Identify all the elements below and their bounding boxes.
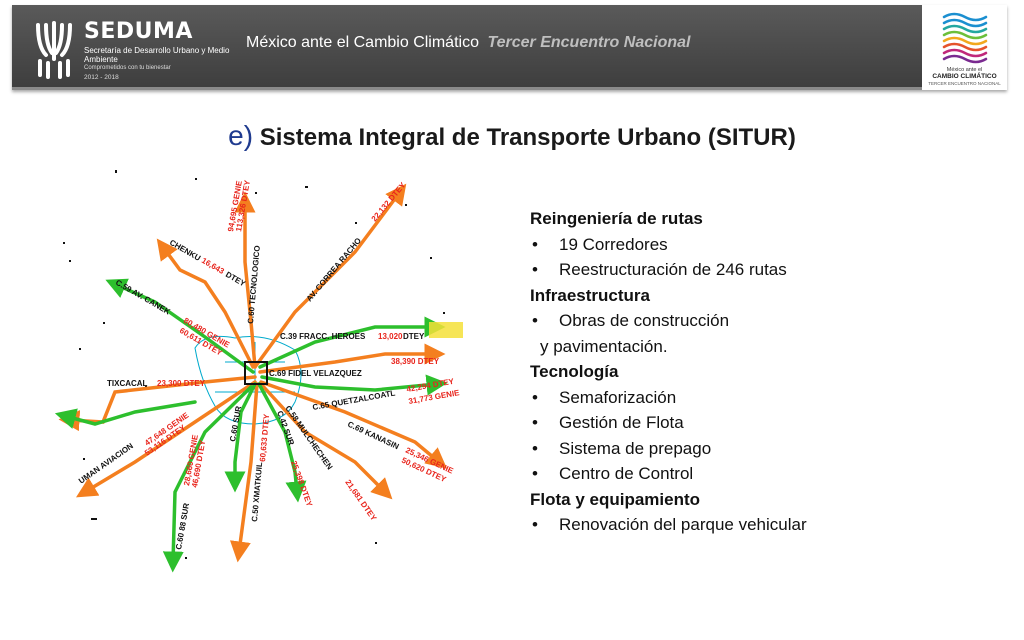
label-tixcacal: TIXCACAL <box>107 379 148 388</box>
list-item: Obras de construcción <box>530 308 1000 334</box>
route-42-sur <box>257 382 307 503</box>
route-fidel-velazquez <box>258 343 446 374</box>
route-quetzalcoatl <box>260 374 448 396</box>
route-uman <box>75 380 257 498</box>
route-heroes <box>258 316 446 369</box>
label-tixcacal-value: 23,300 DTEY <box>157 379 206 388</box>
route-canek <box>105 278 255 374</box>
right-logo-line2: CAMBIO CLIMÁTICO <box>932 73 997 80</box>
center-hub <box>244 361 268 385</box>
heading-flota: Flota y equipamiento <box>530 489 701 509</box>
route-sw-hook <box>55 400 197 429</box>
list-item-continuation: y pavimentación. <box>540 336 668 356</box>
label-heroes-value: 13,020 <box>378 332 403 341</box>
label-correa-racho-value: 22,132 DTEY <box>370 180 408 223</box>
label-chenku-value: 16,643 <box>200 256 226 276</box>
route-kanasin <box>259 380 448 469</box>
event-title-sub: Tercer Encuentro Nacional <box>487 34 691 51</box>
org-years: 2012 - 2018 <box>84 74 119 81</box>
route-correa-racho <box>253 183 407 369</box>
situr-summary-list: Reingeniería de rutas 19 Corredores Rees… <box>530 206 1000 538</box>
label-xmatkuil-value: 60,633 DTEY <box>258 413 271 462</box>
slide-title: e) Sistema Integral de Transporte Urbano… <box>0 120 1024 152</box>
list-item: Centro de Control <box>530 461 1000 487</box>
event-title: México ante el Cambio Climático Tercer E… <box>246 34 690 52</box>
slide-title-text: Sistema Integral de Transporte Urbano (S… <box>259 124 796 151</box>
route-60-sur <box>224 382 257 493</box>
label-60-88-sur: C.60 88 SUR <box>174 502 191 550</box>
heading-tecnologia: Tecnología <box>530 362 619 381</box>
list-item: Sistema de prepago <box>530 436 1000 462</box>
org-name: SEDUMA <box>84 19 193 44</box>
route-chenku <box>156 238 255 369</box>
route-tecnologico <box>234 191 257 369</box>
right-logo-line1: México ante el <box>946 67 983 73</box>
label-correa-racho: AV. CORREA RACHO <box>305 236 363 303</box>
event-title-main: México ante el Cambio Climático <box>246 34 479 51</box>
label-quetzalcoatl: C.65 QUETZALCOATL <box>312 389 396 412</box>
label-fidel-velazquez-value: 38,390 DTEY <box>391 357 440 366</box>
slide-title-letter: e) <box>228 120 254 151</box>
org-tagline: Comprometidos con tu bienestar <box>84 65 171 71</box>
list-item: Gestión de Flota <box>530 410 1000 436</box>
list-item: Renovación del parque vehicular <box>530 512 1000 538</box>
seduma-emblem-icon <box>36 21 72 79</box>
label-heroes: C.39 FRACC. HEROES <box>280 332 366 341</box>
label-mulchechen-value: 21,681 DTEY <box>343 478 378 523</box>
label-canek: C.59 AV. CANEK <box>114 278 172 317</box>
route-60-88-sur <box>162 385 253 573</box>
climate-event-logo: México ante el CAMBIO CLIMÁTICO TERCER E… <box>922 5 1007 90</box>
heading-infraestructura: Infraestructura <box>530 285 650 305</box>
list-item: 19 Corredores <box>530 232 1000 258</box>
list-item: Semaforización <box>530 385 1000 411</box>
label-42-sur-value: 25,398 DTEY <box>289 460 314 509</box>
climate-globe-icon <box>942 12 988 64</box>
route-map: 94,695 GENIE 113,326 DTEY C.60 TECNOLOGI… <box>55 170 463 573</box>
seduma-logo: SEDUMA Secretaría de Desarrollo Urbano y… <box>32 19 232 81</box>
label-xmatkuil: C.50 XMATKUIL <box>250 462 264 523</box>
org-subtitle: Secretaría de Desarrollo Urbano y Medio … <box>84 46 230 64</box>
label-heroes-dtey: DTEY <box>403 332 425 341</box>
header-bar: SEDUMA Secretaría de Desarrollo Urbano y… <box>12 5 1007 90</box>
label-chenku-dtey: DTEY <box>224 270 248 289</box>
label-fidel-velazquez: C.69 FIDEL VELAZQUEZ <box>269 369 362 378</box>
heroes-district-patch <box>429 322 463 338</box>
route-xmatkuil <box>229 382 259 563</box>
list-item: Reestructuración de 246 rutas <box>530 257 1000 283</box>
route-mulchechen <box>259 382 393 500</box>
right-logo-line3: TERCER ENCUENTRO NACIONAL <box>928 81 1001 86</box>
heading-reingenieria: Reingeniería de rutas <box>530 209 703 228</box>
